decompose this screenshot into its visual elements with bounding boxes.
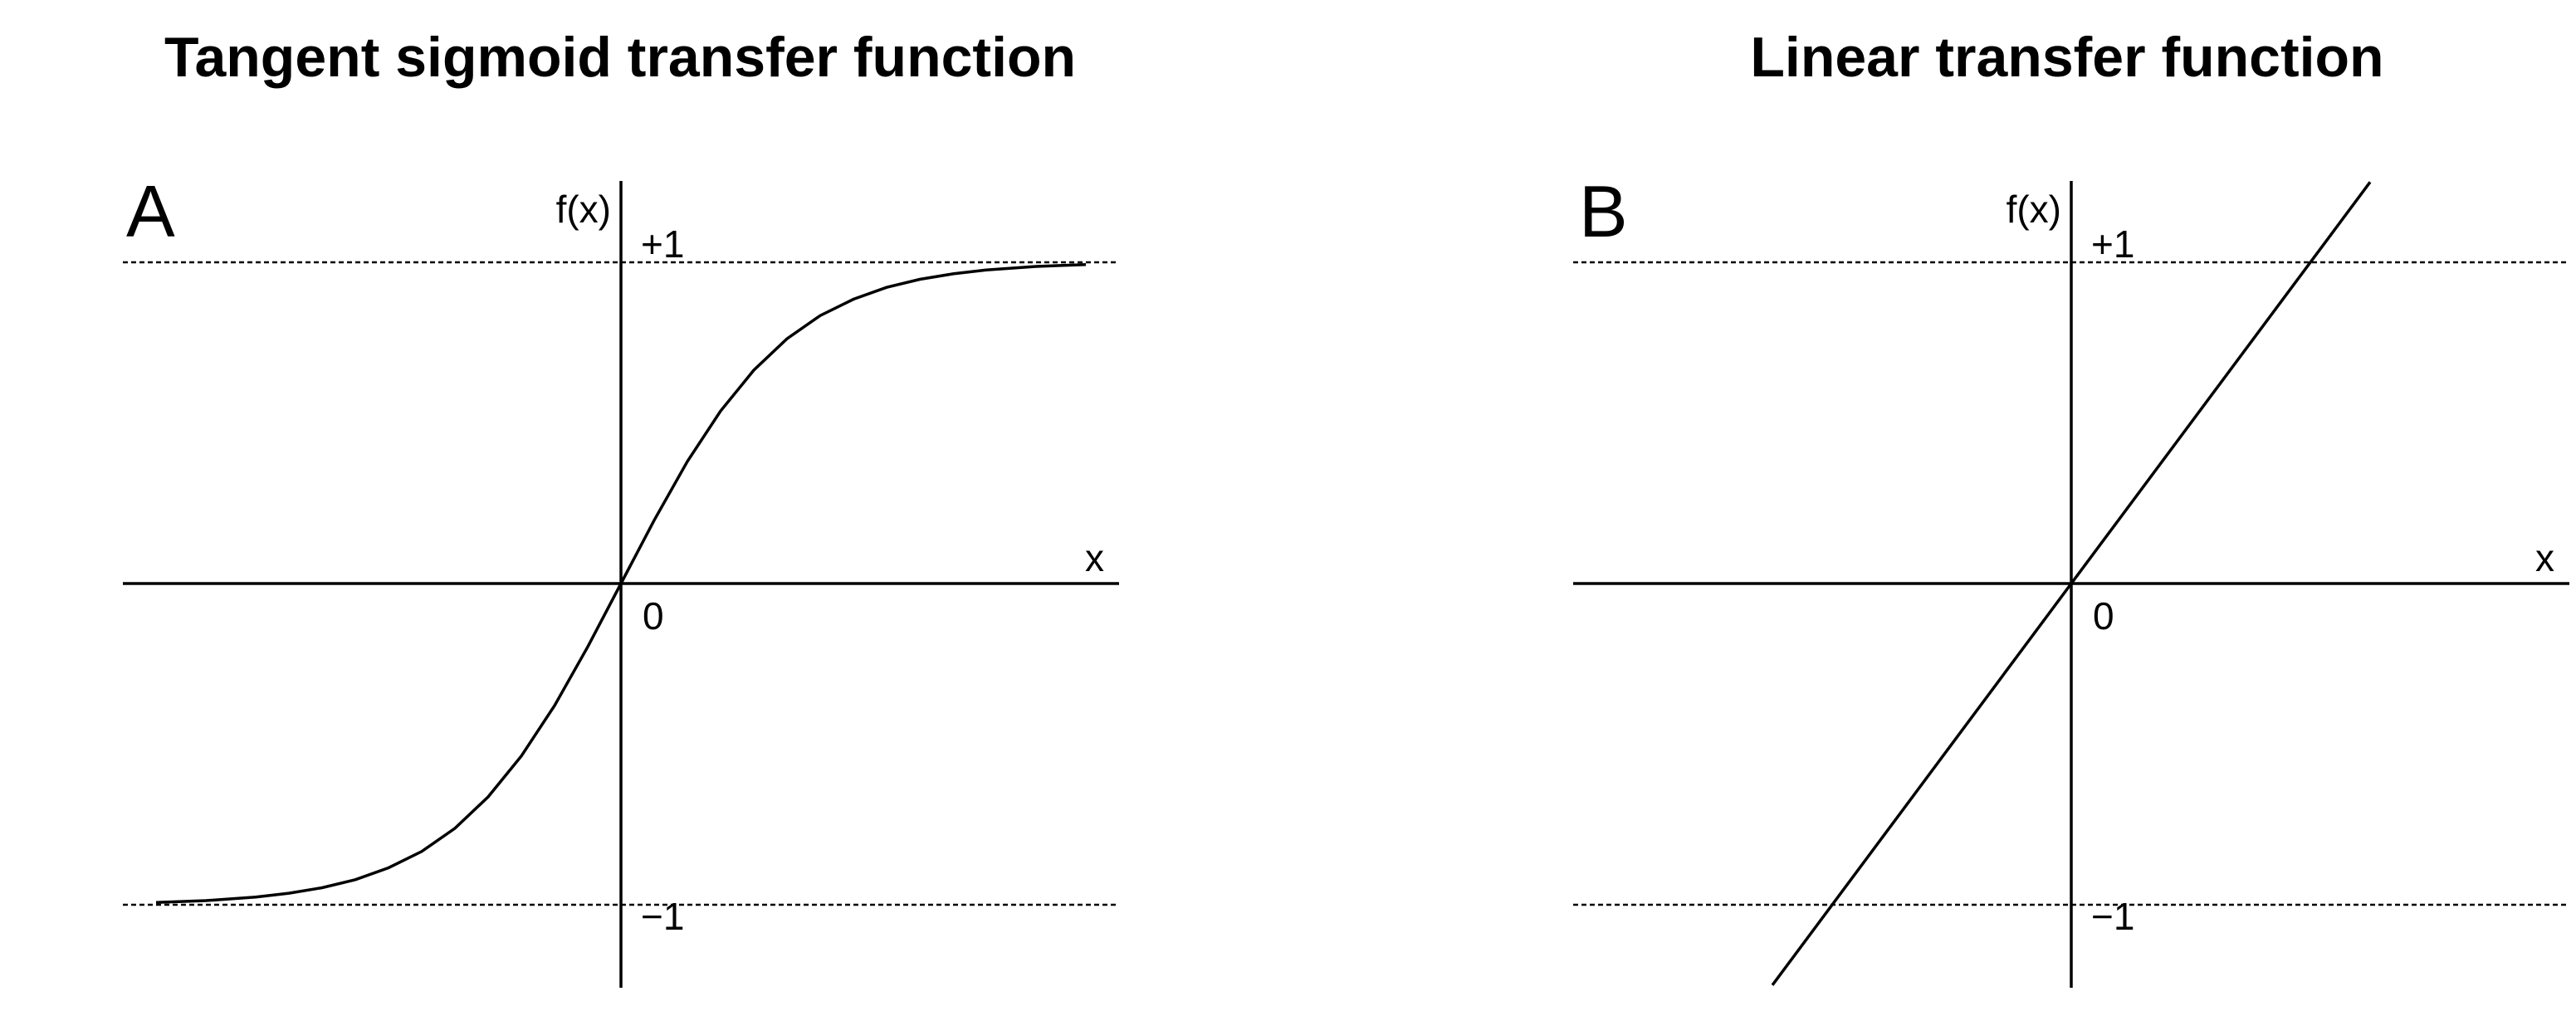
panel-b-y-axis-label: f(x)	[2007, 188, 2061, 231]
panel-b-title: Linear transfer function	[1750, 26, 2384, 89]
panel-a-tick-label-lower: −1	[641, 895, 684, 938]
panel-a-x-axis-label: x	[1085, 536, 1104, 579]
panel-b-x-axis-label: x	[2535, 536, 2554, 579]
panel-b-tick-label-upper: +1	[2091, 222, 2134, 266]
panel-a-letter: A	[126, 170, 175, 252]
panel-b-function-curve	[1771, 181, 2372, 986]
panel-a-function-curve	[155, 262, 1087, 905]
panel-a-tick-label-upper: +1	[641, 222, 684, 266]
panel-b-tick-label-lower: −1	[2091, 895, 2134, 938]
panel-a-title: Tangent sigmoid transfer function	[164, 26, 1077, 89]
panel-b-letter: B	[1579, 170, 1628, 252]
panel-b-tick-label-origin: 0	[2093, 594, 2114, 637]
panel-a-tick-label-origin: 0	[643, 594, 664, 637]
panel-a-y-axis-label: f(x)	[556, 188, 611, 231]
